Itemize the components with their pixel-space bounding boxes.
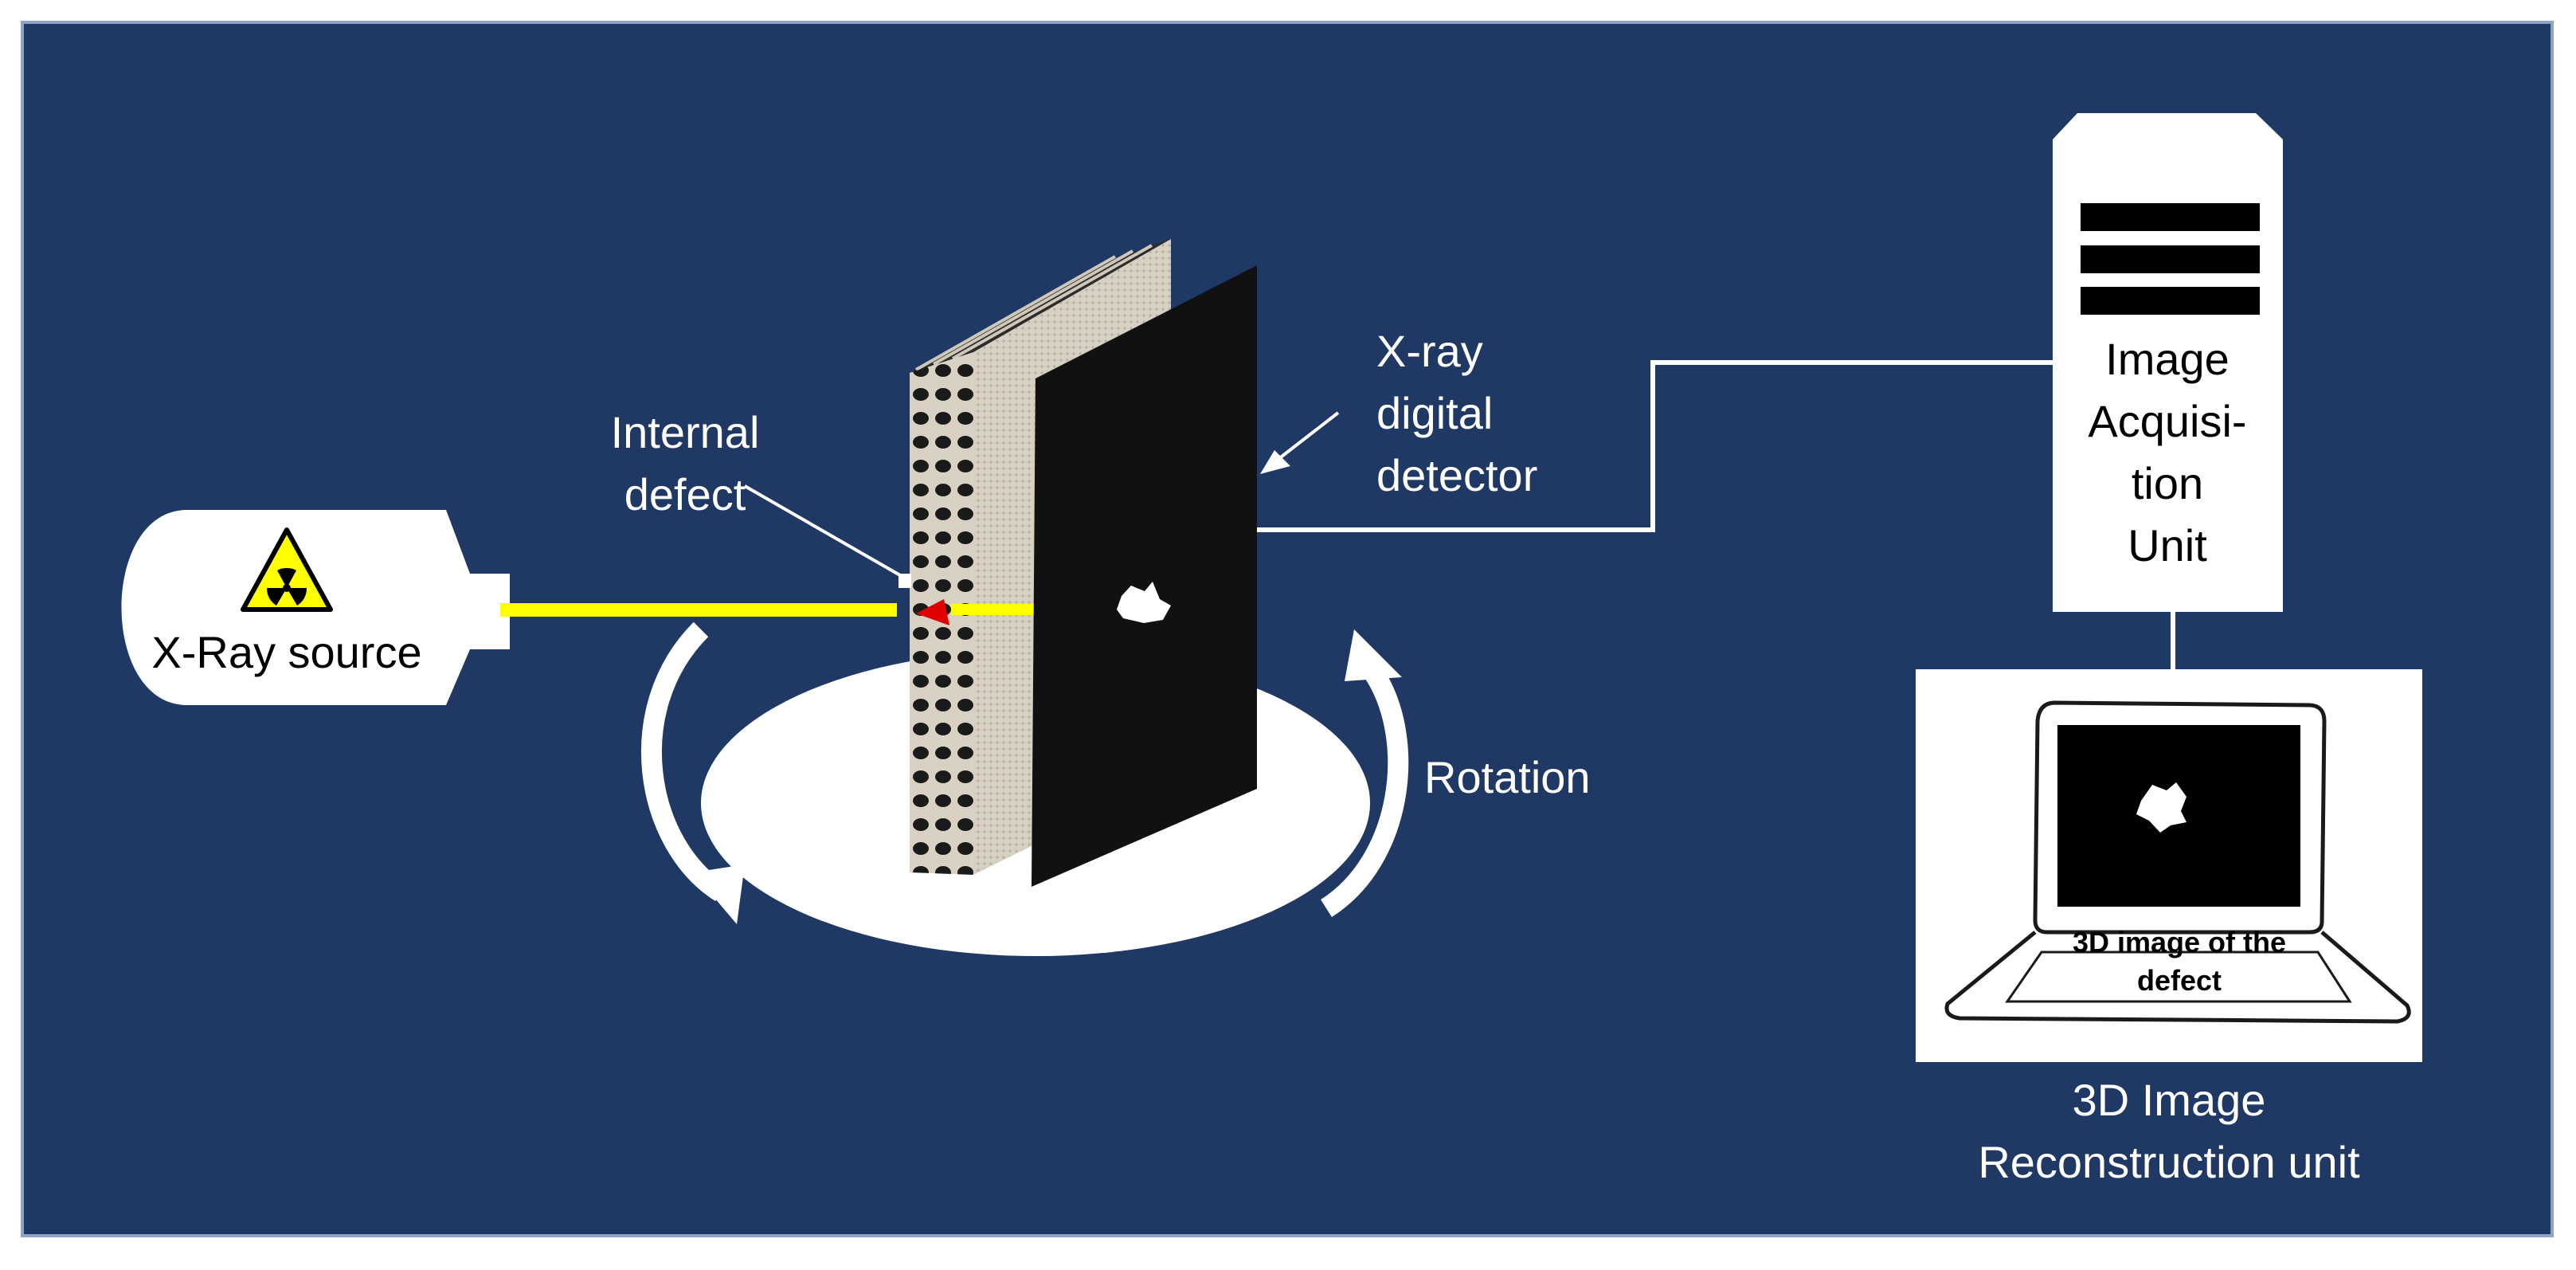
transmitted-beam bbox=[951, 604, 1035, 615]
acq-vent-3 bbox=[2081, 287, 2260, 315]
panel-top-layer-1 bbox=[915, 255, 1116, 371]
rotation-arrow-right bbox=[1320, 667, 1409, 917]
defect-pointer bbox=[744, 484, 901, 577]
acq-vent-2 bbox=[2081, 245, 2260, 273]
panel-top-layer-2 bbox=[933, 249, 1133, 366]
detector-label-line3: detector bbox=[1376, 450, 1537, 500]
internal-defect bbox=[916, 599, 949, 625]
detector-label-line1: X-ray bbox=[1376, 326, 1483, 376]
screen-label-line2: defect bbox=[2137, 964, 2222, 997]
rotation-arrowhead-right bbox=[1345, 629, 1402, 681]
acq-label-line2: Acquisi- bbox=[2088, 396, 2246, 446]
recon-label-line1: 3D Image bbox=[2073, 1075, 2266, 1125]
acq-label-line3: tion bbox=[2132, 458, 2203, 508]
xray-source-label: X-Ray source bbox=[151, 627, 421, 677]
laptop-defect-image bbox=[2136, 782, 2186, 833]
screen-label-line1: 3D image of the bbox=[2073, 926, 2286, 958]
recon-label-line2: Reconstruction unit bbox=[1978, 1137, 2360, 1187]
rotation-arrowhead-left bbox=[693, 864, 745, 924]
defect-marker bbox=[898, 574, 911, 588]
rotation-label: Rotation bbox=[1424, 752, 1591, 802]
detector-cable bbox=[1257, 360, 2059, 532]
xray-detector bbox=[1032, 265, 1257, 887]
acq-vent-1 bbox=[2081, 203, 2260, 231]
xray-beam bbox=[500, 603, 897, 617]
detector-label-line2: digital bbox=[1376, 388, 1493, 438]
acq-label-line4: Unit bbox=[2128, 520, 2207, 570]
detector-arrow-shaft bbox=[1273, 411, 1340, 464]
detector-defect-image bbox=[1117, 582, 1171, 623]
panel-top-layer-3 bbox=[952, 244, 1153, 360]
defect-label-line2: defect bbox=[624, 469, 746, 519]
defect-label-line1: Internal bbox=[611, 407, 760, 457]
image-acquisition-unit bbox=[2053, 113, 2283, 612]
radiation-hazard-icon bbox=[241, 527, 333, 612]
rotation-arrow-left bbox=[640, 621, 727, 901]
acq-label-line1: Image bbox=[2105, 334, 2230, 384]
